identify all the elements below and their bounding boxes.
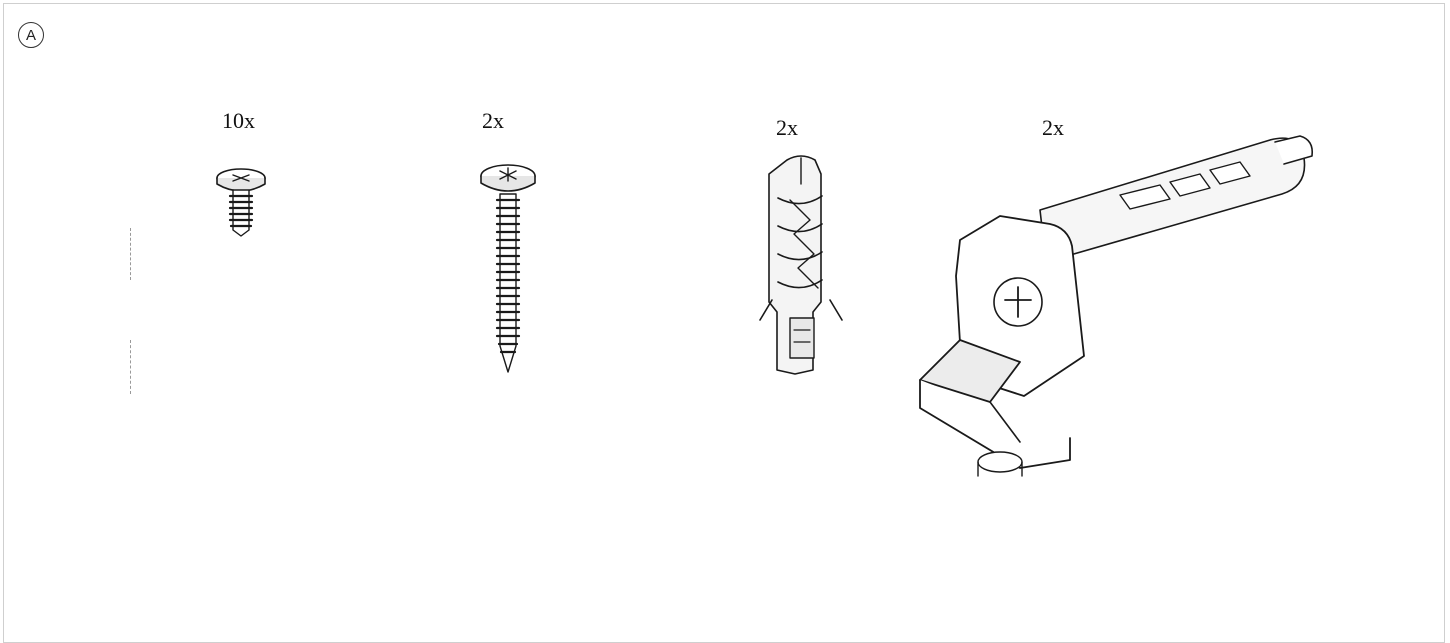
wall-bracket-icon	[919, 135, 1314, 477]
step-badge: A	[18, 22, 44, 48]
part-quantity-wall-bracket: 2x	[1042, 115, 1064, 140]
dashed-guide	[130, 340, 131, 394]
part-quantity-long-screw: 2x	[482, 108, 504, 133]
dashed-guide	[130, 228, 131, 280]
wall-plug-icon	[759, 155, 843, 375]
short-screw-icon	[216, 168, 266, 237]
part-quantity-wall-plug: 2x	[776, 115, 798, 140]
parts-illustration	[216, 135, 1314, 477]
part-quantity-short-screw: 10x	[222, 108, 255, 133]
long-screw-icon	[480, 164, 536, 373]
step-label: A	[25, 26, 36, 44]
